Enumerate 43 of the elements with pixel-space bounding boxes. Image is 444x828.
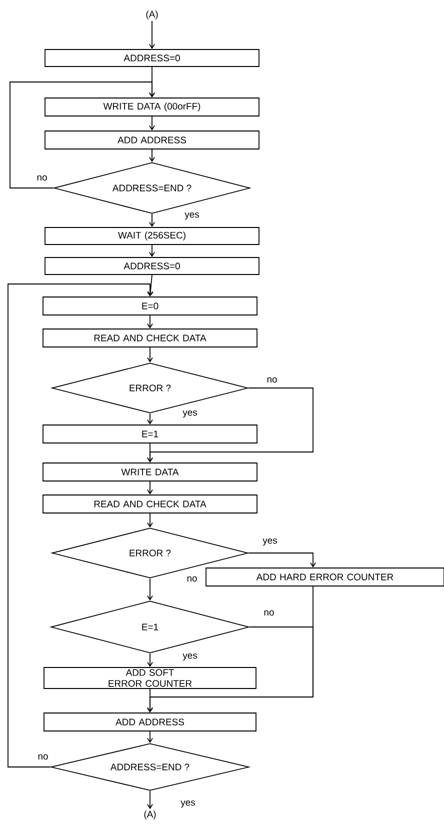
process-box: WAIT (256SEC) — [44, 227, 260, 245]
arrow — [147, 315, 153, 329]
arrow — [148, 274, 154, 297]
arrow — [147, 688, 153, 713]
arrow — [8, 284, 153, 768]
process-box: READ AND CHECK DATA — [42, 328, 258, 348]
process-box: ADD ADDRESS — [44, 130, 260, 150]
arrow — [248, 552, 316, 568]
process-box: ADD SOFT ERROR COUNTER — [44, 667, 256, 689]
edge-label: yes — [180, 799, 196, 809]
arrow — [149, 20, 155, 50]
arrow — [149, 244, 155, 258]
process-box: READ AND CHECK DATA — [42, 494, 258, 514]
arrow — [149, 116, 155, 131]
process-box: WRITE DATA (00orFF) — [44, 98, 260, 116]
arrow — [147, 481, 153, 495]
arrow — [149, 149, 155, 162]
process-box: WRITE DATA — [42, 462, 258, 482]
arrow — [147, 790, 153, 810]
edge-label: yes — [182, 652, 198, 662]
edge-label: no — [266, 376, 278, 384]
process-box: E=1 — [42, 424, 258, 444]
process-box: ADDRESS=0 — [44, 257, 260, 275]
arrow — [149, 214, 155, 228]
arrow — [10, 82, 155, 188]
process-box: ADD ADDRESS — [44, 712, 256, 732]
edge-label: no — [36, 753, 50, 761]
connector-label: (A) — [146, 10, 158, 20]
arrow — [147, 578, 153, 601]
arrow — [147, 513, 153, 528]
edge-label: no — [262, 609, 276, 617]
arrow — [147, 347, 153, 363]
process-box: ADD HARD ERROR COUNTER — [206, 568, 444, 586]
process-box: ADDRESS=0 — [44, 49, 260, 67]
edge-label: no — [36, 174, 48, 182]
connector-label: (A) — [144, 810, 156, 820]
process-box: E=0 — [42, 296, 258, 316]
arrow — [147, 443, 153, 463]
edge-label: yes — [184, 211, 200, 221]
edge-label: yes — [262, 537, 278, 547]
arrow — [147, 653, 153, 668]
arrow — [147, 731, 153, 744]
arrow — [147, 413, 153, 425]
